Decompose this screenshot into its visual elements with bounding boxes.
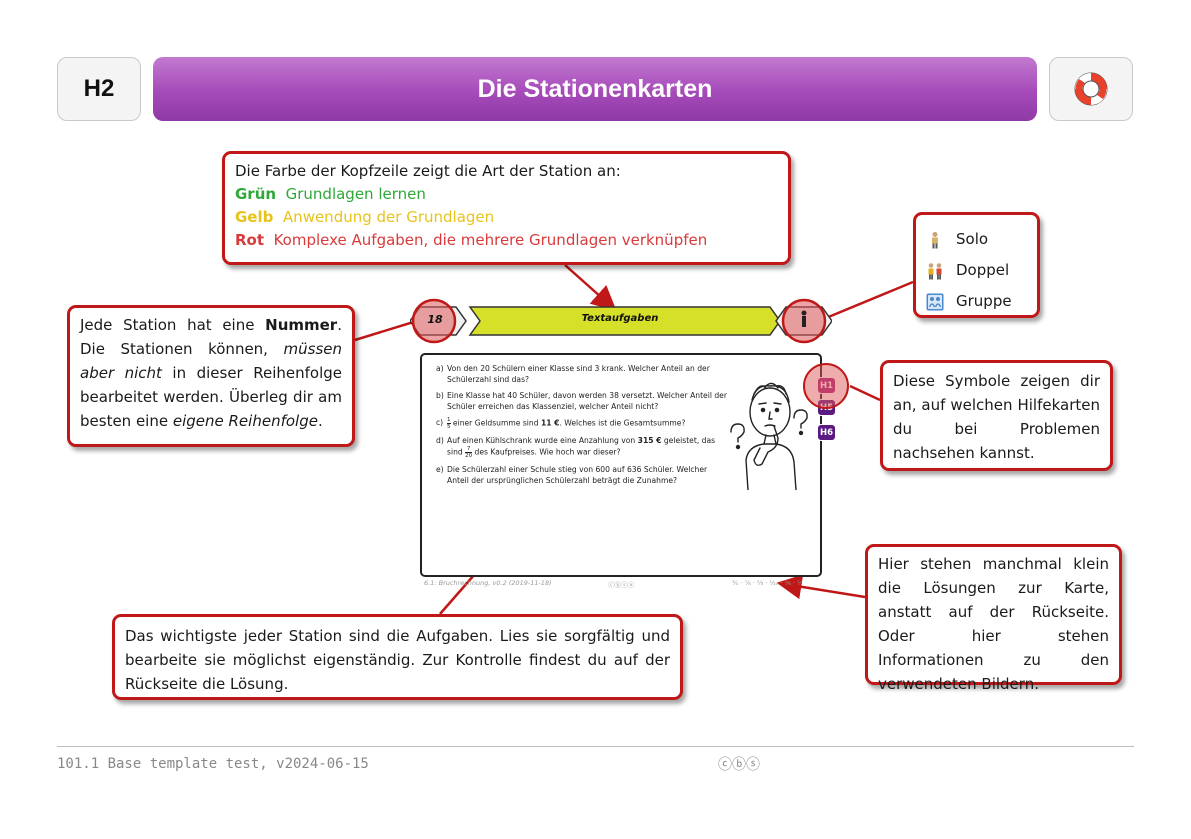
card-footer-solutions: ⅗ · ⅞ · ⅔ · ⅟₂₀ · ⅙ · ⅟ bbox=[732, 579, 801, 587]
page-title: Die Stationenkarten bbox=[153, 57, 1037, 121]
task-item: b)Eine Klasse hat 40 Schüler, davon werd… bbox=[436, 391, 727, 411]
callout-solutions: Hier stehen manchmal klein die Lösungen … bbox=[865, 544, 1122, 693]
group-icon bbox=[926, 293, 944, 310]
card-code: H2 bbox=[57, 57, 141, 121]
card-number: 18 bbox=[427, 313, 443, 326]
card-footer-source: 6.1: Bruchrechnung, v0.2 (2019-11-18) bbox=[424, 579, 552, 587]
footer-license: ⓒⓑⓢ bbox=[718, 757, 760, 773]
color-legend-green: Grün Grundlagen lernen bbox=[235, 185, 426, 203]
badge-highlight bbox=[803, 363, 849, 409]
social-doppel: Doppel bbox=[926, 255, 1027, 286]
two-people-icon bbox=[928, 262, 942, 279]
thinking-person-illustration bbox=[730, 382, 808, 490]
single-person-icon bbox=[932, 231, 938, 248]
footer-version: 101.1 Base template test, v2024-06-15 bbox=[57, 756, 369, 772]
callout-help-symbols: Diese Symbole zeigen dir an, auf welchen… bbox=[880, 360, 1113, 471]
task-item: a)Von den 20 Schülern einer Klasse sind … bbox=[436, 364, 710, 384]
social-gruppe: Gruppe bbox=[926, 286, 1027, 317]
help-button[interactable] bbox=[1049, 57, 1133, 121]
card-banner bbox=[410, 298, 832, 344]
footer-divider bbox=[57, 746, 1134, 747]
color-legend-yellow: Gelb Anwendung der Grundlagen bbox=[235, 208, 495, 226]
station-card: a)Von den 20 Schülern einer Klasse sind … bbox=[420, 353, 822, 577]
callout-social-form: Solo Doppel Gruppe bbox=[913, 212, 1040, 318]
card-footer-license: ⓒⓑⓢⓐ bbox=[608, 581, 634, 589]
social-solo: Solo bbox=[926, 224, 1027, 255]
card-title: Textaufgaben bbox=[581, 313, 659, 324]
callout-station-number: Jede Station hat eine Nummer. Die Statio… bbox=[67, 305, 355, 447]
task-item: d)Auf einen Kühlschrank wurde eine Anzah… bbox=[436, 436, 716, 459]
help-badge-h6: H6 bbox=[817, 424, 836, 441]
task-item: e)Die Schülerzahl einer Schule stieg von… bbox=[436, 465, 708, 485]
callout-colors-intro: Die Farbe der Kopfzeile zeigt die Art de… bbox=[235, 162, 621, 180]
lifebuoy-icon bbox=[1074, 72, 1108, 106]
callout-header-colors: Die Farbe der Kopfzeile zeigt die Art de… bbox=[222, 151, 791, 265]
callout-tasks: Das wichtigste jeder Station sind die Au… bbox=[112, 614, 683, 700]
color-legend-red: Rot Komplexe Aufgaben, die mehrere Grund… bbox=[235, 231, 708, 249]
